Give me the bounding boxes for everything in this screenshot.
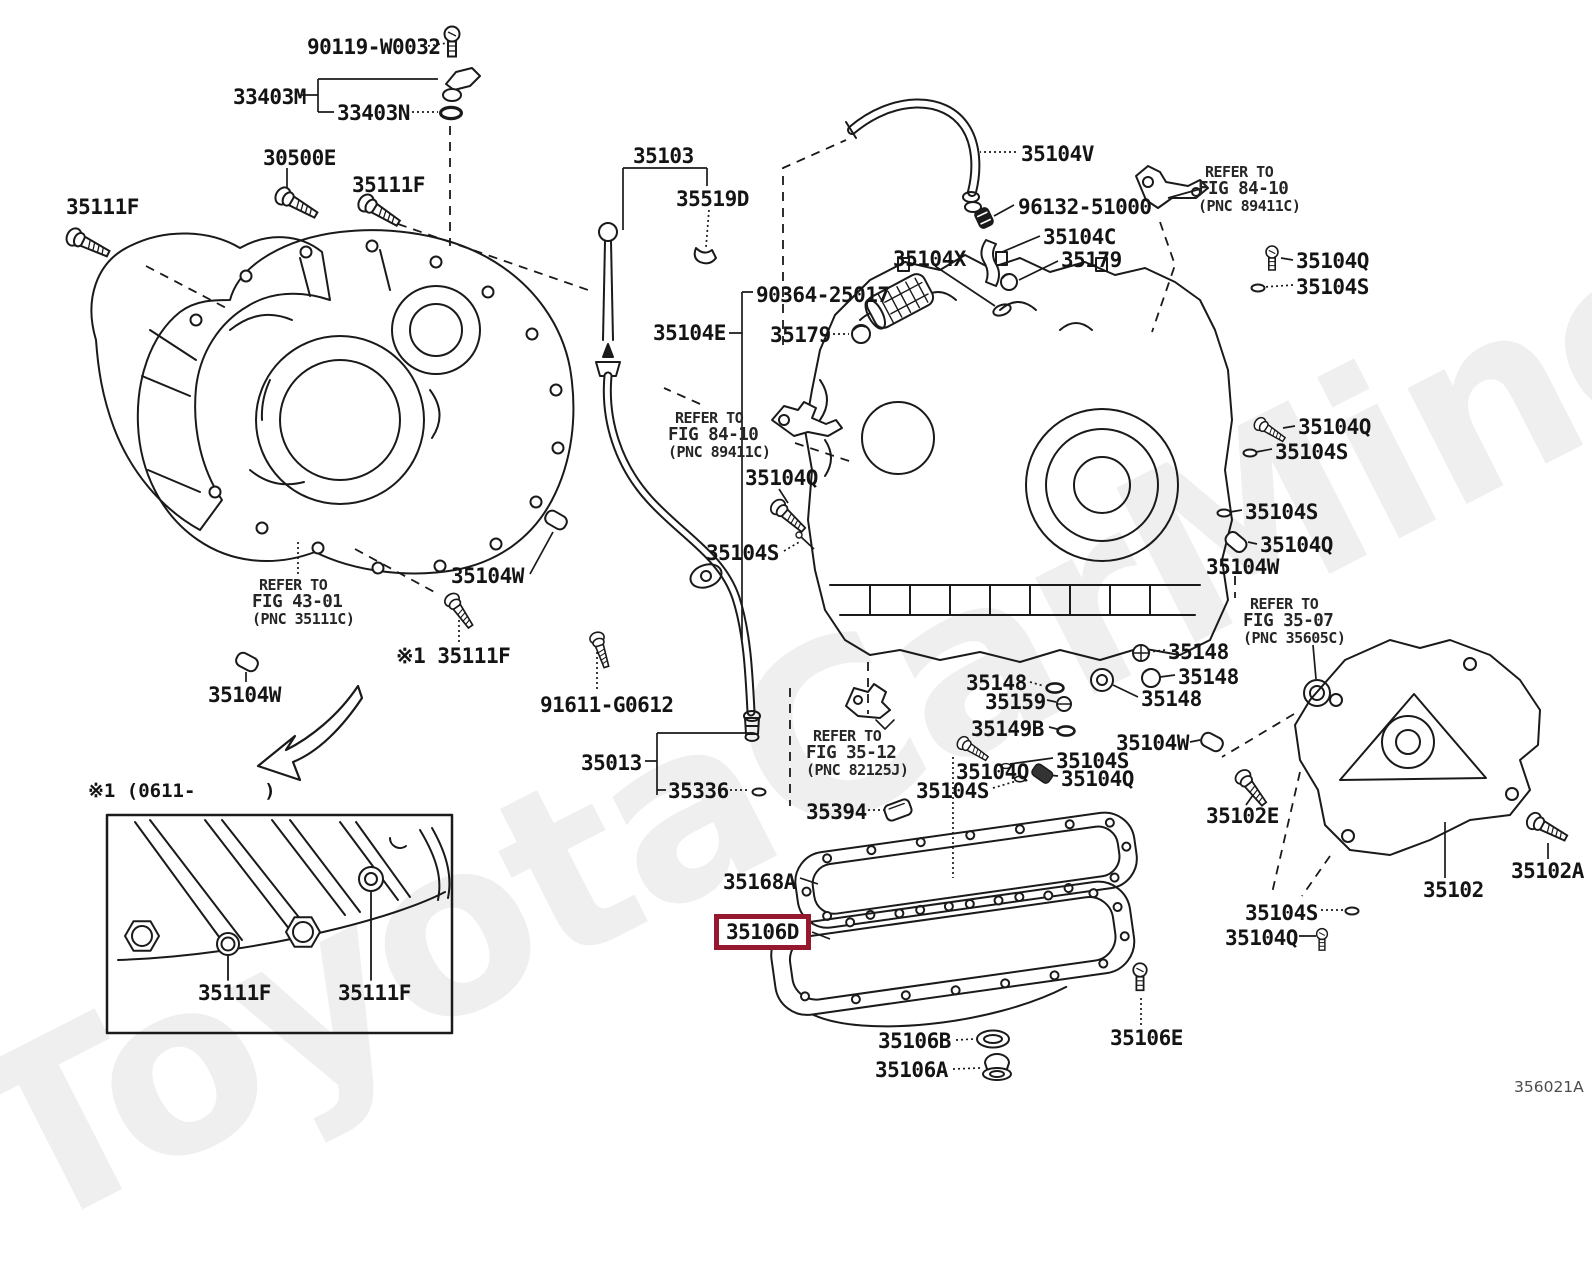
part-label-35104S[interactable]: 35104S: [1296, 275, 1369, 299]
part-label-35519D[interactable]: 35519D: [676, 187, 749, 211]
part-label-35103[interactable]: 35103: [633, 144, 694, 168]
part-label-35104Q[interactable]: 35104Q: [956, 760, 1029, 784]
part-label-35106E[interactable]: 35106E: [1110, 1026, 1183, 1050]
part-label-135111F[interactable]: ※1 35111F: [396, 644, 511, 668]
refer-note-line: (PNC 35605C): [1243, 629, 1346, 647]
diagram-art: [62, 25, 1571, 1081]
part-label-90364-25017[interactable]: 90364-25017: [756, 283, 890, 307]
part-label-35106A[interactable]: 35106A: [875, 1058, 948, 1082]
part-label-35102[interactable]: 35102: [1423, 878, 1484, 902]
refer-note-line: (PNC 89411C): [668, 443, 771, 461]
part-label-33403N[interactable]: 33403N: [337, 101, 410, 125]
refer-note-line: REFER TO: [675, 409, 744, 427]
part-label-35104S[interactable]: 35104S: [1056, 749, 1129, 773]
part-label-35104Q[interactable]: 35104Q: [745, 466, 818, 490]
part-label-33403M[interactable]: 33403M: [233, 85, 306, 109]
refer-note-line: REFER TO: [259, 576, 328, 594]
footnote: ※1 (0611- ): [88, 780, 276, 802]
part-label-35111F[interactable]: 35111F: [352, 173, 425, 197]
refer-note-line: FIG 35-12: [806, 743, 897, 763]
part-label-35104W[interactable]: 35104W: [1206, 555, 1279, 579]
part-label-35179[interactable]: 35179: [770, 323, 831, 347]
part-label-35149B[interactable]: 35149B: [971, 717, 1044, 741]
refer-note-line: REFER TO: [813, 727, 882, 745]
part-label-35104W[interactable]: 35104W: [1116, 731, 1189, 755]
refer-note-line: REFER TO: [1205, 163, 1274, 181]
part-label-35104Q[interactable]: 35104Q: [1260, 533, 1333, 557]
part-label-35111F[interactable]: 35111F: [338, 981, 411, 1005]
parts-diagram-canvas: ToyotaCarMine.ru: [0, 9, 1592, 1287]
part-label-35104S[interactable]: 35104S: [916, 779, 989, 803]
part-label-35104C[interactable]: 35104C: [1043, 225, 1116, 249]
part-label-35104X[interactable]: 35104X: [893, 247, 966, 271]
part-label-30500E[interactable]: 30500E: [263, 146, 336, 170]
union-icon: [1031, 763, 1054, 784]
part-label-35159[interactable]: 35159: [985, 690, 1046, 714]
part-label-35104Q[interactable]: 35104Q: [1225, 926, 1298, 950]
part-label-96132-51000[interactable]: 96132-51000: [1018, 195, 1152, 219]
part-label-35013[interactable]: 35013: [581, 751, 642, 775]
refer-note-line: FIG 43-01: [252, 592, 343, 612]
part-label-35104S[interactable]: 35104S: [1245, 500, 1318, 524]
refer-note-line: (PNC 35111C): [252, 610, 355, 628]
part-label-91611-G0612[interactable]: 91611-G0612: [540, 693, 674, 717]
refer-note-line: REFER TO: [1250, 595, 1319, 613]
part-label-35104Q[interactable]: 35104Q: [1061, 767, 1134, 791]
part-label-35106B[interactable]: 35106B: [878, 1029, 951, 1053]
part-label-35336[interactable]: 35336: [668, 779, 729, 803]
part-label-35104S[interactable]: 35104S: [706, 541, 779, 565]
part-label-35148[interactable]: 35148: [1178, 665, 1239, 689]
part-label-35148[interactable]: 35148: [1141, 687, 1202, 711]
refer-note-line: FIG 35-07: [1243, 611, 1334, 631]
part-label-35394[interactable]: 35394: [806, 800, 867, 824]
refer-note-line: FIG 84-10: [668, 425, 759, 445]
part-label-35104Q[interactable]: 35104Q: [1298, 415, 1371, 439]
part-label-35168A[interactable]: 35168A: [723, 870, 796, 894]
part-label-35148[interactable]: 35148: [1168, 640, 1229, 664]
part-label-35104W[interactable]: 35104W: [451, 564, 524, 588]
refer-note-line: (PNC 82125J): [806, 761, 909, 779]
diagram-code: 356021A: [1514, 1078, 1584, 1096]
part-label-90119-W0032[interactable]: 90119-W0032: [307, 35, 441, 59]
part-label-35148[interactable]: 35148: [966, 671, 1027, 695]
part-label-35179[interactable]: 35179: [1061, 248, 1122, 272]
part-label-35111F[interactable]: 35111F: [66, 195, 139, 219]
refer-note-line: FIG 84-10: [1198, 179, 1289, 199]
part-label-35104V[interactable]: 35104V: [1021, 142, 1094, 166]
part-label-35102E[interactable]: 35102E: [1206, 804, 1279, 828]
part-label-35104W[interactable]: 35104W: [208, 683, 281, 707]
part-label-35102A[interactable]: 35102A: [1511, 859, 1584, 883]
refer-note-line: (PNC 89411C): [1198, 197, 1301, 215]
part-label-35104E[interactable]: 35104E: [653, 321, 726, 345]
part-label-35104Q[interactable]: 35104Q: [1296, 249, 1369, 273]
part-label-35111F[interactable]: 35111F: [198, 981, 271, 1005]
part-label-35104S[interactable]: 35104S: [1275, 440, 1348, 464]
part-label-35106D-selected[interactable]: 35106D: [714, 914, 811, 950]
part-label-35104S[interactable]: 35104S: [1245, 901, 1318, 925]
